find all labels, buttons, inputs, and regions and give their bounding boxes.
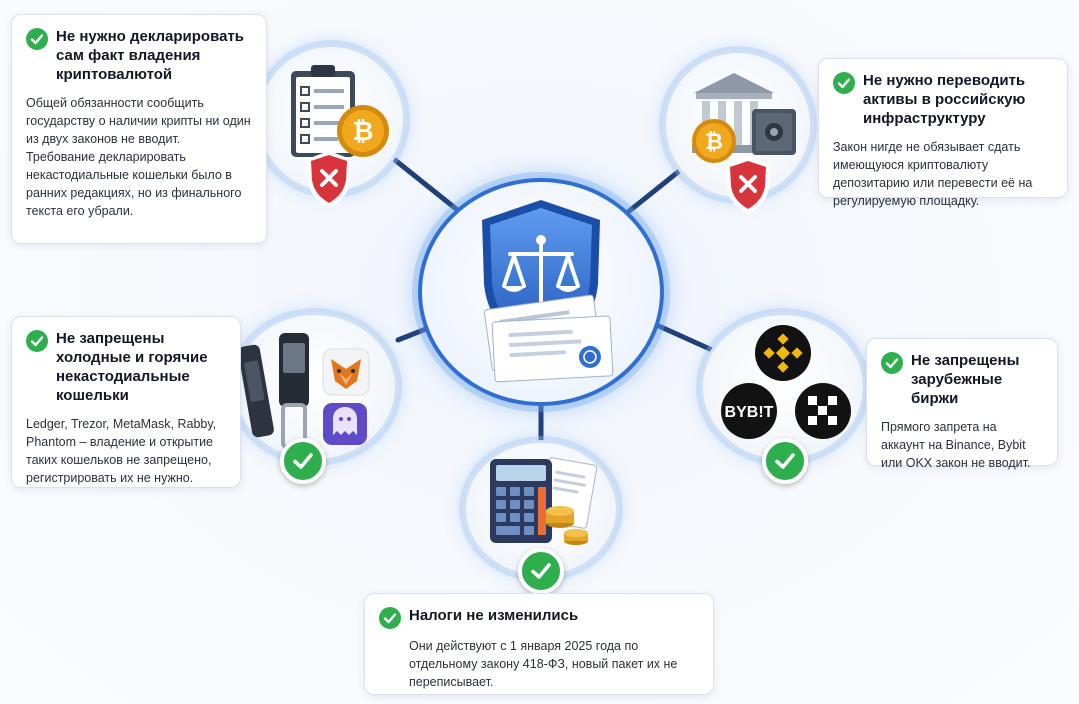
circle-wallets <box>232 312 398 462</box>
card-declare-title: Не нужно декларировать сам факт владения… <box>56 28 245 83</box>
coin-stack-icon <box>546 506 588 545</box>
bitcoin-coin-icon: ₿ <box>337 105 389 157</box>
hardware-wallet-icon <box>238 333 309 449</box>
card-taxes-body: Они действуют с 1 января 2025 года по от… <box>409 639 678 689</box>
red-shield-x-icon <box>726 157 770 214</box>
circle-exchanges: BYB!T <box>700 312 866 462</box>
svg-text:₿: ₿ <box>352 117 373 147</box>
card-exchanges-body: Прямого запрета на аккаунт на Binance, B… <box>881 420 1031 470</box>
circle-transfer: ₿ <box>663 50 813 214</box>
central-hub <box>418 178 664 406</box>
circle-declare: ₿ <box>256 44 406 208</box>
card-exchanges-title: Не запрещены зарубежные биржи <box>911 352 1020 407</box>
check-circle-icon <box>26 28 48 50</box>
status-exchanges-check <box>762 438 808 484</box>
connector-transfer <box>625 165 686 215</box>
legal-documents-icon <box>483 294 614 383</box>
status-taxes-check <box>518 548 564 594</box>
okx-logo-icon <box>795 383 851 439</box>
card-declare: Не нужно декларировать сам факт владения… <box>11 14 267 244</box>
card-wallets-title: Не запрещены холодные и горячие некастод… <box>56 330 208 404</box>
check-circle-icon <box>833 72 855 94</box>
circle-taxes <box>463 440 619 578</box>
phantom-ghost-icon <box>323 403 367 445</box>
bitcoin-coin-icon: ₿ <box>692 119 736 163</box>
red-shield-x-icon <box>307 151 351 208</box>
connector-declare <box>392 157 463 215</box>
binance-logo-icon <box>755 325 811 381</box>
check-circle-icon <box>379 607 401 629</box>
card-taxes: Налоги не изменились Они действуют с 1 я… <box>364 593 714 695</box>
calculator-icon <box>490 459 552 543</box>
hub-illustration <box>482 200 614 383</box>
green-check-icon <box>531 563 551 579</box>
connector-exchanges <box>647 319 715 353</box>
check-circle-icon <box>881 352 903 374</box>
card-wallets-body: Ledger, Trezor, MetaMask, Rabby, Phantom… <box>26 417 217 485</box>
card-transfer-body: Закон нигде не обязывает сдать имеющуюся… <box>833 140 1033 208</box>
card-transfer: Не нужно переводить активы в российскую … <box>818 58 1068 208</box>
card-declare-body: Общей обязанности сообщить государству о… <box>26 96 251 218</box>
safe-icon <box>752 109 796 155</box>
card-taxes-title: Налоги не изменились <box>409 607 579 624</box>
card-transfer-title: Не нужно переводить активы в российскую … <box>863 72 1026 127</box>
svg-text:₿: ₿ <box>705 130 723 155</box>
green-check-icon <box>293 453 313 469</box>
bybit-logo-icon: BYB!T <box>721 383 777 439</box>
status-wallets-check <box>280 438 326 484</box>
card-exchanges: Не запрещены зарубежные биржи Прямого за… <box>866 338 1058 470</box>
green-check-icon <box>775 453 795 469</box>
metamask-fox-icon <box>322 348 370 396</box>
check-circle-icon <box>26 330 48 352</box>
bybit-logo-text: BYB!T <box>725 404 774 421</box>
card-wallets: Не запрещены холодные и горячие некастод… <box>11 316 241 488</box>
